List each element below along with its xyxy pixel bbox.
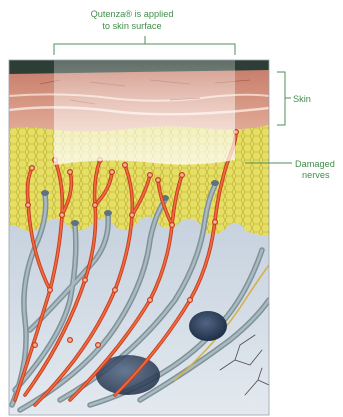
damaged-nerves-label-line-2: nerves xyxy=(302,170,330,180)
application-bracket xyxy=(54,36,235,55)
tissue-cross-section xyxy=(9,60,269,415)
nerve-cell-body xyxy=(189,311,227,341)
skin-bracket xyxy=(277,72,291,125)
top-label: Qutenza® is applied to skin surface xyxy=(91,9,174,31)
top-label-line-2: to skin surface xyxy=(102,21,161,31)
patch-overlay xyxy=(54,60,235,165)
top-label-line-1: Qutenza® is applied xyxy=(91,9,174,19)
damaged-nerves-label-line-1: Damaged xyxy=(295,159,335,169)
skin-label: Skin xyxy=(293,94,311,104)
